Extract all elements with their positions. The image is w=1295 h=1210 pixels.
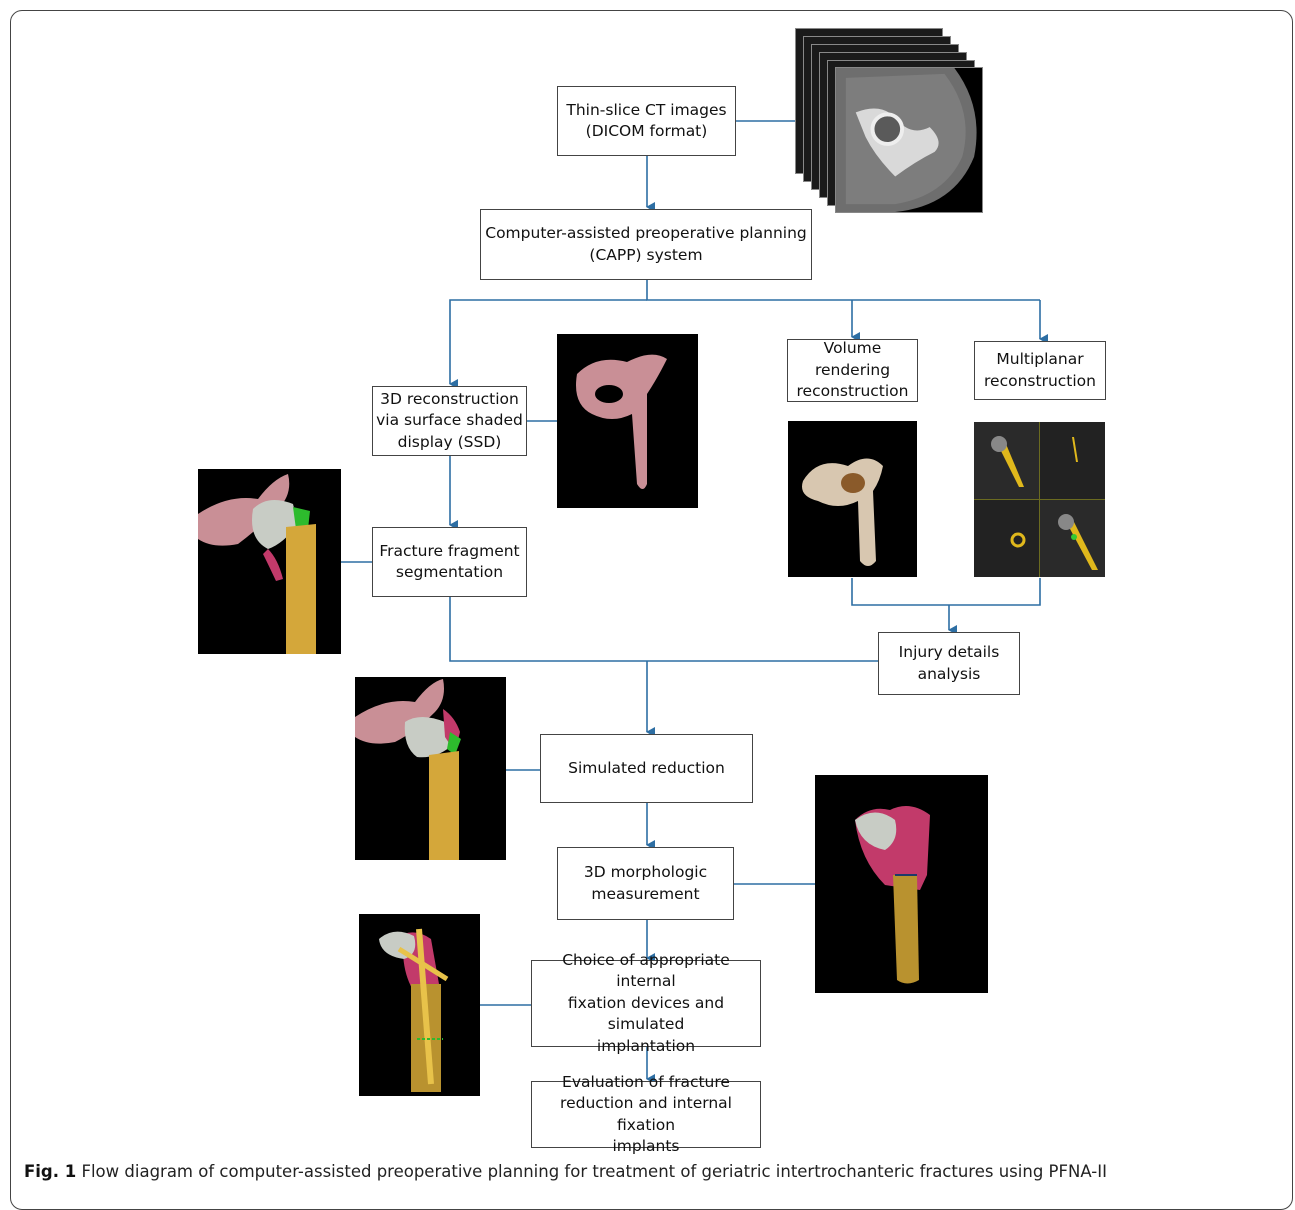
volume-rendering-box: Volume rendering reconstruction: [787, 339, 918, 402]
vr-mpr-join: [851, 578, 1041, 606]
morphologic-measurement-image: [815, 775, 988, 993]
figure-caption: Fig. 1 Flow diagram of computer-assisted…: [24, 1162, 1274, 1181]
fracture-fragment-box: Fracture fragment segmentation: [372, 527, 527, 597]
capp-system-box: Computer-assisted preoperative planning …: [480, 209, 812, 280]
ssd-reconstruction-image: [557, 334, 698, 508]
multiplanar-reconstruction-image: [974, 422, 1105, 577]
branch-line: [646, 280, 1040, 301]
caption-label: Fig. 1: [24, 1162, 77, 1181]
morphologic-measurement-box: 3D morphologic measurement: [557, 847, 734, 920]
evaluation-box: Evaluation of fracture reduction and int…: [531, 1073, 761, 1155]
arrow-to-ssd: [449, 299, 647, 389]
injury-analysis-box: Injury details analysis: [878, 632, 1020, 695]
frag-to-injury-line: [449, 597, 878, 662]
fracture-fragment-image: [198, 469, 341, 654]
volume-rendering-image: [788, 421, 917, 577]
implant-choice-box: Choice of appropriate internal fixation …: [531, 951, 761, 1055]
implant-simulation-image: [359, 914, 480, 1096]
multiplanar-reconstruction-box: Multiplanar reconstruction: [974, 341, 1106, 400]
simulated-reduction-image: [355, 677, 506, 860]
ssd-reconstruction-box: 3D reconstruction via surface shaded dis…: [372, 386, 527, 456]
caption-text: Flow diagram of computer-assisted preope…: [81, 1162, 1107, 1181]
ct-images-box: Thin-slice CT images (DICOM format): [557, 86, 736, 156]
simulated-reduction-box: Simulated reduction: [540, 734, 753, 803]
